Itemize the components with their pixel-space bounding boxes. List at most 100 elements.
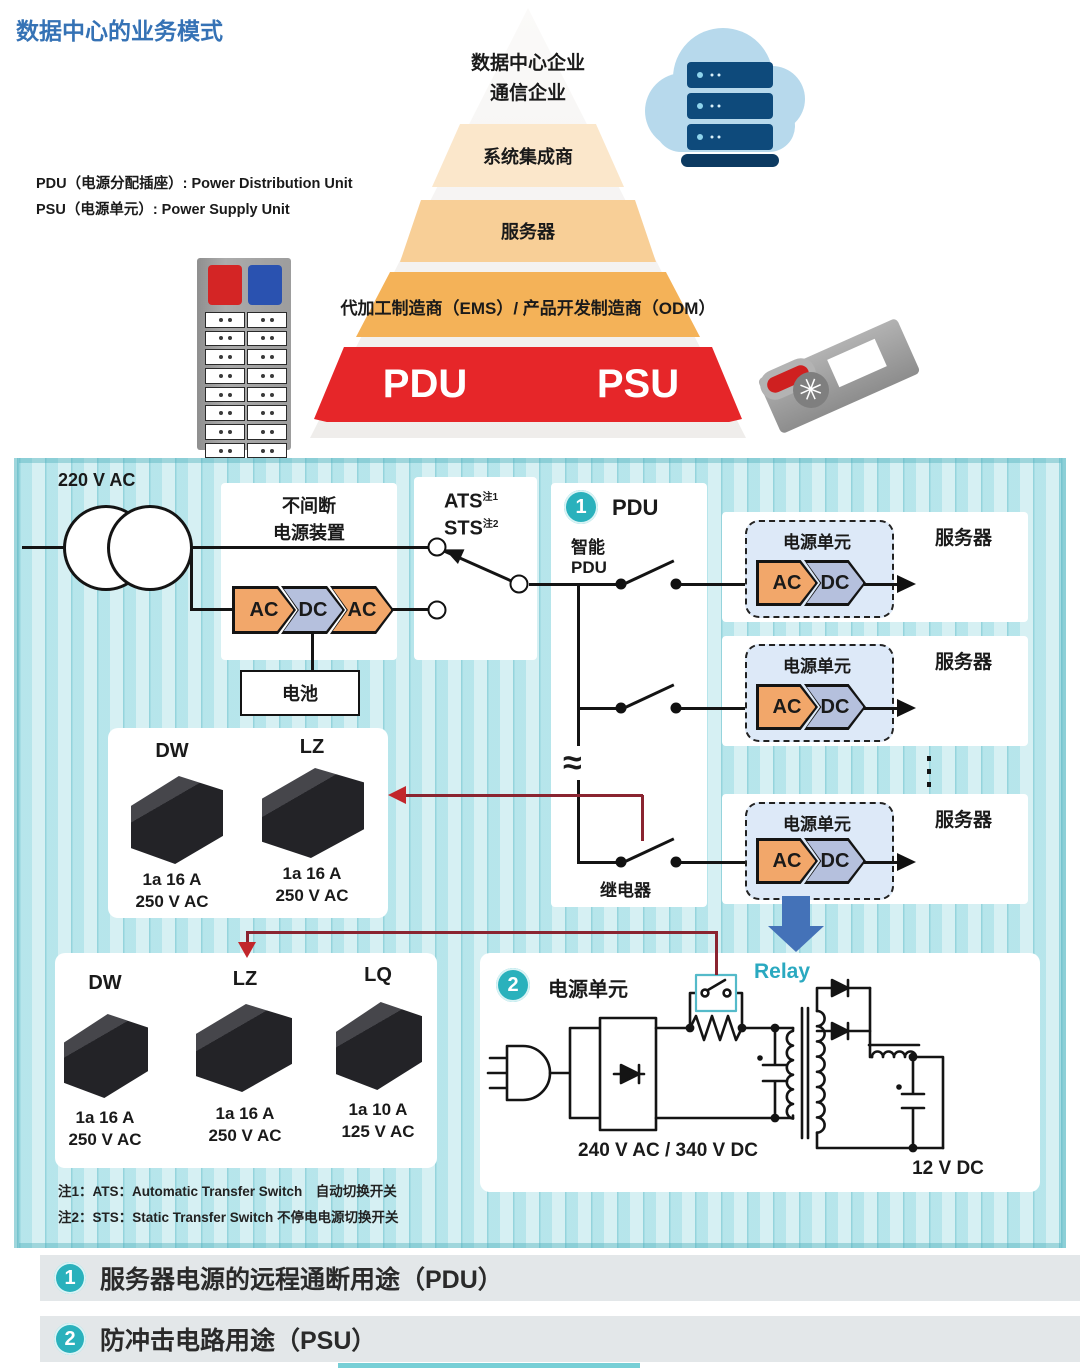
server3-out-arrowhead	[897, 853, 916, 871]
battery-line	[311, 634, 314, 672]
blue-arrow-shaft	[782, 896, 810, 926]
pdu-definition: PDU（电源分配插座）: Power Distribution Unit	[36, 176, 353, 192]
relay1-dw-rating1: 1a 16 A	[142, 870, 202, 889]
legend1-badge: 1	[54, 1262, 86, 1294]
pdu-bus-line	[577, 583, 580, 864]
psu-circuit-badge: 2	[496, 968, 530, 1002]
smart-pdu-line1: 智能	[571, 538, 605, 557]
page-title: 数据中心的业务模式	[16, 18, 223, 44]
relay2-lq-name: LQ	[364, 964, 392, 986]
smart-pdu-line2: PDU	[571, 558, 607, 577]
pdu-title: PDU	[612, 495, 659, 520]
server-continuation-dots	[927, 756, 931, 792]
pyramid-level3-label: 服务器	[501, 222, 555, 242]
red-arrow2-line	[246, 931, 717, 934]
blue-arrow-head	[768, 926, 824, 952]
pdu-row1-contact	[615, 578, 627, 590]
relay2-dw-rating1: 1a 16 A	[75, 1108, 135, 1127]
rack-outlet-column	[205, 312, 245, 462]
psu-device-image: ✳	[735, 298, 925, 458]
relay1-lz-rating2: 250 V AC	[275, 886, 349, 905]
ups-title-line1: 不间断	[282, 496, 336, 516]
cloud-server-icon	[645, 28, 805, 173]
relay2-lz-name: LZ	[232, 968, 258, 990]
sts-label: STS注2	[444, 517, 499, 540]
legend2-text: 防冲击电路用途（PSU）	[100, 1327, 377, 1355]
pyramid-level4-label: 代加工制造商（EMS）/ 产品开发制造商（ODM）	[340, 299, 716, 318]
server1-psu-label: 电源单元	[783, 533, 851, 552]
red-arrow1-line	[404, 794, 643, 797]
rack-blue-block	[248, 265, 282, 305]
pdu-break-symbol: ≈	[560, 746, 585, 780]
relay2-dw-rating2: 250 V AC	[68, 1130, 142, 1149]
footnote-sts: 注2：STS：Static Transfer Switch 不停电电源切换开关	[58, 1210, 399, 1225]
red-arrow1-vertical	[641, 795, 644, 841]
server2-chevron-ac: AC	[756, 684, 818, 730]
server3-label: 服务器	[935, 810, 993, 831]
ups-output-line	[392, 608, 430, 611]
psu-circuit-title: 电源单元	[548, 979, 628, 1001]
psu-circuit-schematic	[486, 973, 945, 1153]
circuit-output-voltage: 12 V DC	[912, 1158, 984, 1179]
rack-red-block	[208, 265, 242, 305]
red-arrow2-vertical-right	[715, 931, 718, 975]
legend2-badge: 2	[54, 1323, 86, 1355]
row2-to-server	[680, 707, 760, 710]
row3-to-server	[680, 861, 760, 864]
relay1-dw-rating2: 250 V AC	[135, 892, 209, 911]
ats-contact-top	[427, 537, 447, 557]
psu-circuit-box	[480, 953, 1040, 1192]
bottom-accent-strip	[338, 1363, 640, 1368]
footnote-ats: 注1：ATS：Automatic Transfer Switch 自动切换开关	[58, 1184, 397, 1199]
legend-bar-pdu: 1 服务器电源的远程通断用途（PDU）	[40, 1255, 1080, 1301]
circuit-input-voltage: 240 V AC / 340 V DC	[578, 1140, 758, 1161]
pyramid-base-pdu: PDU	[382, 362, 468, 406]
main-power-line	[22, 546, 430, 549]
battery-label: 电池	[282, 684, 318, 704]
pdu-rack-image	[197, 258, 291, 459]
ats-sts-box	[414, 477, 537, 660]
red-arrow2-head	[238, 942, 256, 958]
ats-label: ATS注1	[444, 490, 499, 513]
ats-contact-bottom	[427, 600, 447, 620]
pyramid-top-line2: 通信企业	[489, 83, 567, 104]
ups-title-line2: 电源装置	[273, 523, 345, 543]
pyramid-level2-label: 系统集成商	[483, 146, 573, 167]
pdu-row3-contact	[615, 856, 627, 868]
row1-to-server	[680, 583, 760, 586]
server2-psu-label: 电源单元	[783, 657, 851, 676]
relay1-lz-name: LZ	[299, 736, 325, 758]
pyramid-base-psu: PSU	[596, 362, 680, 406]
pyramid-level-ems-odm	[356, 272, 700, 337]
relay1-lz-rating1: 1a 16 A	[282, 864, 342, 883]
red-arrow2-vertical-left	[246, 931, 249, 944]
server-bar-icon	[687, 62, 773, 88]
relay2-dw-name: DW	[88, 972, 122, 994]
psu-definition: PSU（电源单元）: Power Supply Unit	[36, 202, 290, 218]
ats-output-line	[529, 583, 578, 586]
pyramid-level-servers: 服务器	[400, 200, 656, 262]
pdu-row1-line	[577, 583, 621, 586]
server-bar-icon	[687, 93, 773, 119]
relay2-lq-rating1: 1a 10 A	[348, 1100, 408, 1119]
battery-box: 电池	[240, 670, 360, 716]
server2-out-arrowhead	[897, 699, 916, 717]
pyramid-top-line1: 数据中心企业	[470, 53, 586, 74]
relay2-lz-rating1: 1a 16 A	[215, 1104, 275, 1123]
server3-out-line	[864, 861, 898, 864]
pdu-row2-contact	[615, 702, 627, 714]
relay1-dw-name: DW	[155, 740, 189, 762]
relay2-lq-rating2: 125 V AC	[341, 1122, 415, 1141]
pdu-badge: 1	[564, 490, 598, 524]
server1-label: 服务器	[935, 528, 993, 549]
server1-out-arrowhead	[897, 575, 916, 593]
server-base-icon	[681, 154, 779, 167]
server-bar-icon	[687, 124, 773, 150]
server2-label: 服务器	[935, 652, 993, 673]
legend-bar-psu: 2 防冲击电路用途（PSU）	[40, 1316, 1080, 1362]
rack-outlet-column	[247, 312, 287, 462]
server1-out-line	[864, 583, 898, 586]
pdu-row2-contact	[670, 702, 682, 714]
pdu-row3-contact	[670, 856, 682, 868]
